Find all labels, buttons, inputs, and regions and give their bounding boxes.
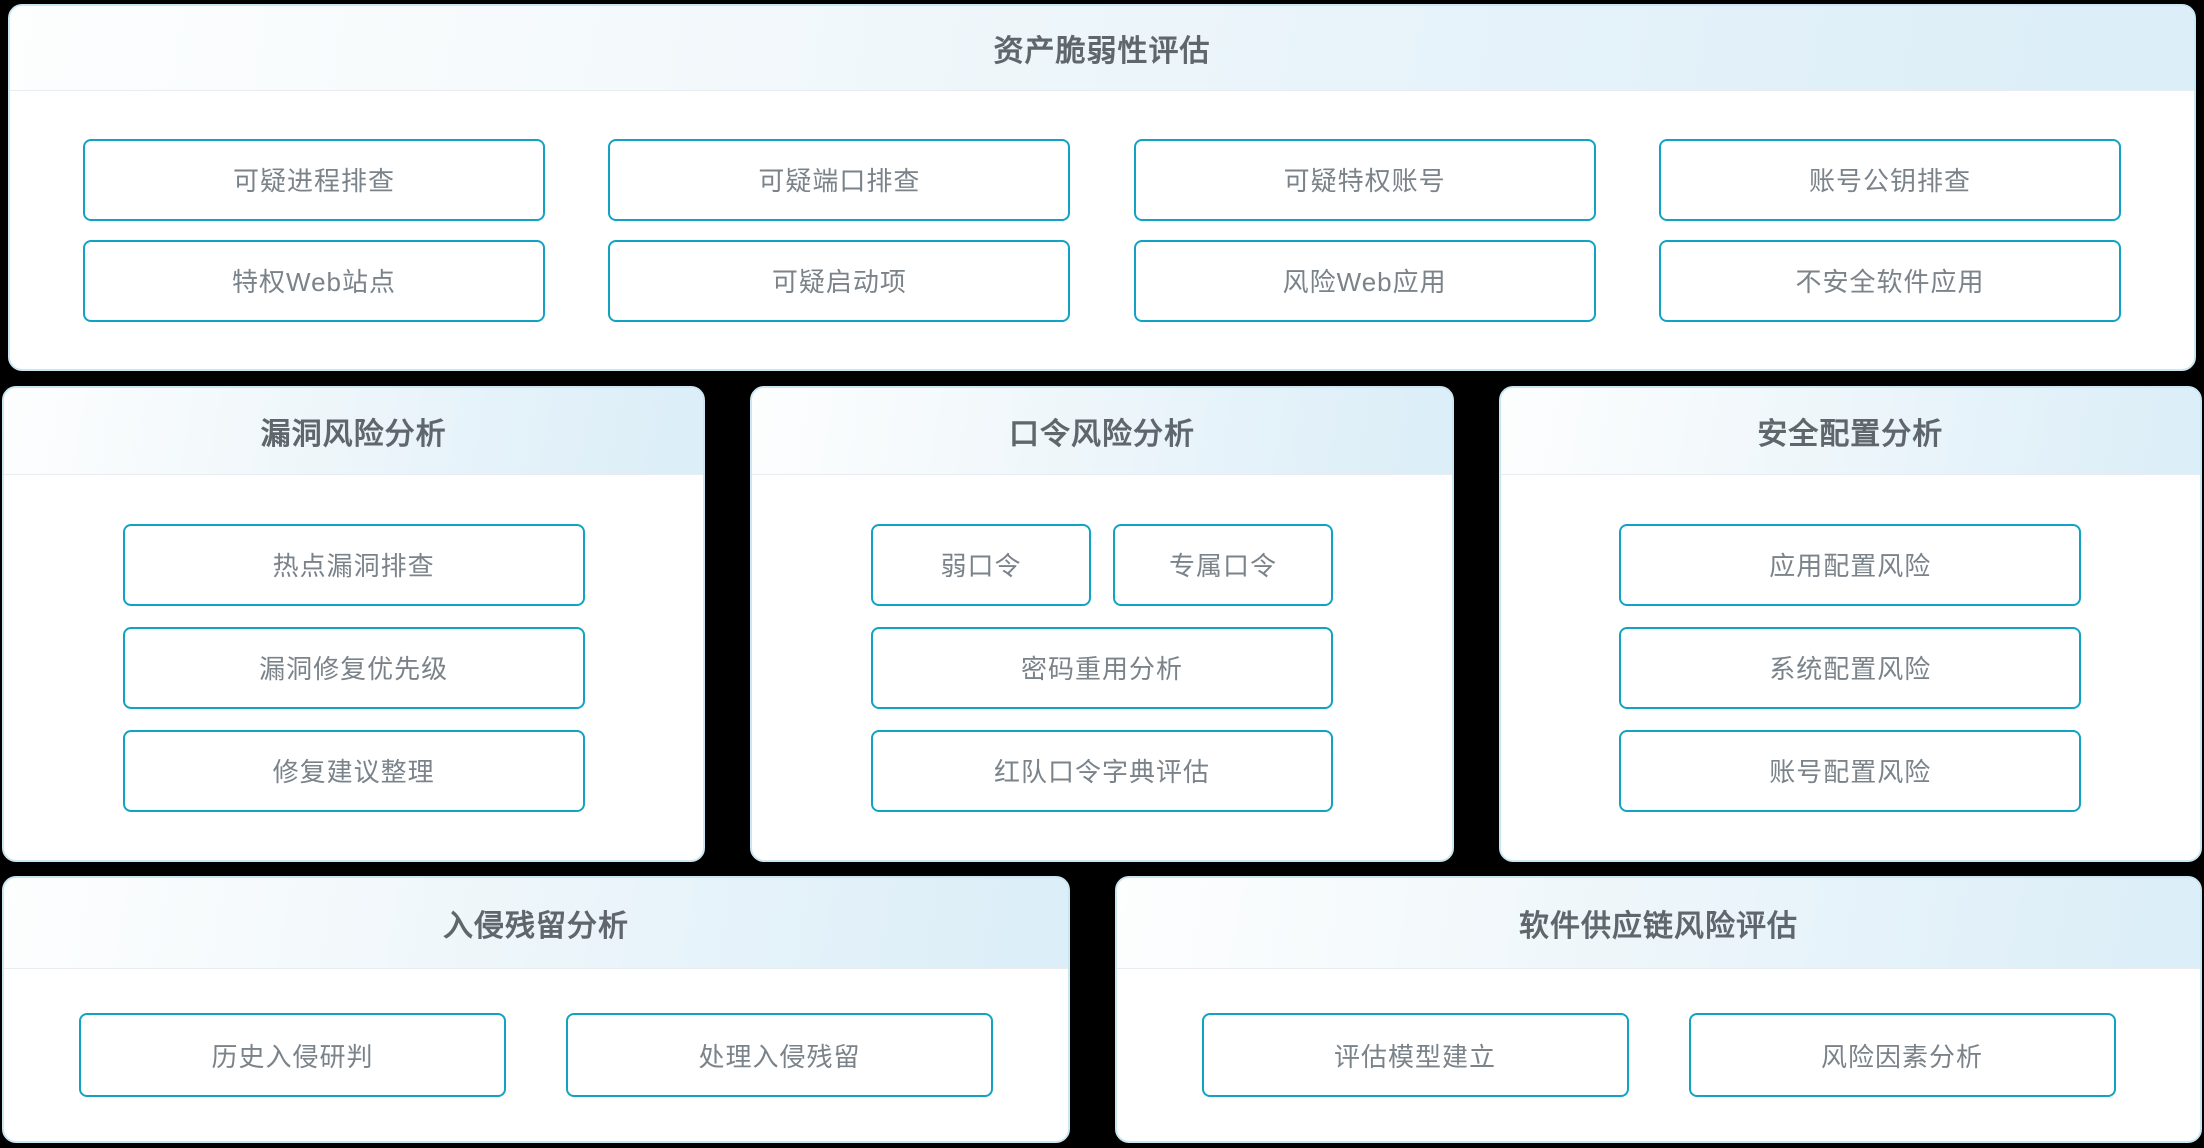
button-privileged-web-site[interactable]: 特权Web站点 — [83, 239, 545, 322]
button-suspicious-privileged-account[interactable]: 可疑特权账号 — [1133, 138, 1596, 221]
panel-vulnerability-risk-body: 热点漏洞排查 漏洞修复优先级 修复建议整理 — [4, 475, 703, 860]
middle-row: 漏洞风险分析 热点漏洞排查 漏洞修复优先级 修复建议整理 口令风险分析 弱口令 … — [2, 386, 2202, 862]
panel-title: 软件供应链风险评估 — [1519, 910, 1798, 943]
panel-title: 口令风险分析 — [1008, 418, 1195, 451]
panel-title: 入侵残留分析 — [443, 910, 629, 943]
panel-intrusion-residue-header: 入侵残留分析 — [4, 878, 1068, 969]
button-insecure-software-app[interactable]: 不安全软件应用 — [1658, 239, 2121, 322]
panel-intrusion-residue-analysis: 入侵残留分析 历史入侵研判 处理入侵残留 — [2, 876, 1070, 1143]
button-suspicious-port-check[interactable]: 可疑端口排查 — [608, 138, 1071, 221]
bottom-row: 入侵残留分析 历史入侵研判 处理入侵残留 软件供应链风险评估 评估模型建立 风险… — [2, 876, 2202, 1143]
button-historical-intrusion-judgment[interactable]: 历史入侵研判 — [79, 1013, 506, 1097]
button-risk-factor-analysis[interactable]: 风险因素分析 — [1688, 1013, 2116, 1097]
panel-supply-chain-body: 评估模型建立 风险因素分析 — [1117, 969, 2200, 1141]
button-vulnerability-fix-priority[interactable]: 漏洞修复优先级 — [122, 626, 585, 709]
panel-title: 漏洞风险分析 — [260, 418, 447, 451]
panel-intrusion-residue-body: 历史入侵研判 处理入侵残留 — [4, 969, 1068, 1141]
panel-title: 安全配置分析 — [1757, 418, 1944, 451]
button-fix-suggestion-collation[interactable]: 修复建议整理 — [122, 729, 585, 812]
panel-vulnerability-risk-analysis: 漏洞风险分析 热点漏洞排查 漏洞修复优先级 修复建议整理 — [2, 386, 706, 862]
password-small-button-row: 弱口令 专属口令 — [870, 523, 1333, 606]
panel-software-supply-chain-risk: 软件供应链风险评估 评估模型建立 风险因素分析 — [1115, 876, 2202, 1143]
button-redteam-password-dictionary-assessment[interactable]: 红队口令字典评估 — [870, 729, 1333, 812]
panel-password-risk-analysis: 口令风险分析 弱口令 专属口令 密码重用分析 红队口令字典评估 — [750, 386, 1454, 862]
panel-asset-vulnerability-body: 可疑进程排查 可疑端口排查 可疑特权账号 账号公钥排查 特权Web站点 可疑启动… — [10, 91, 2194, 369]
panel-password-risk-header: 口令风险分析 — [752, 388, 1452, 475]
button-risky-web-app[interactable]: 风险Web应用 — [1133, 239, 1596, 322]
panel-security-config-body: 应用配置风险 系统配置风险 账号配置风险 — [1501, 475, 2200, 860]
button-suspicious-process-check[interactable]: 可疑进程排查 — [83, 138, 545, 221]
button-suspicious-startup-item[interactable]: 可疑启动项 — [608, 239, 1071, 322]
panel-title: 资产脆弱性评估 — [993, 35, 1211, 68]
panel-asset-vulnerability-header: 资产脆弱性评估 — [10, 6, 2194, 91]
panel-security-config-header: 安全配置分析 — [1500, 388, 2200, 475]
panel-security-config-analysis: 安全配置分析 应用配置风险 系统配置风险 账号配置风险 — [1498, 386, 2202, 862]
button-dedicated-password[interactable]: 专属口令 — [1112, 523, 1333, 606]
panel-supply-chain-header: 软件供应链风险评估 — [1117, 878, 2200, 969]
button-app-config-risk[interactable]: 应用配置风险 — [1619, 523, 2082, 606]
button-account-public-key-check[interactable]: 账号公钥排查 — [1658, 138, 2121, 221]
button-account-config-risk[interactable]: 账号配置风险 — [1619, 729, 2082, 812]
button-password-reuse-analysis[interactable]: 密码重用分析 — [870, 626, 1333, 709]
panel-asset-vulnerability: 资产脆弱性评估 可疑进程排查 可疑端口排查 可疑特权账号 账号公钥排查 特权We… — [8, 4, 2196, 371]
panel-password-risk-body: 弱口令 专属口令 密码重用分析 红队口令字典评估 — [752, 475, 1451, 860]
button-system-config-risk[interactable]: 系统配置风险 — [1619, 626, 2082, 709]
button-assessment-model-building[interactable]: 评估模型建立 — [1201, 1013, 1629, 1097]
panel-vulnerability-risk-header: 漏洞风险分析 — [4, 388, 704, 475]
button-handle-intrusion-residue[interactable]: 处理入侵残留 — [566, 1013, 993, 1097]
button-weak-password[interactable]: 弱口令 — [870, 523, 1091, 606]
button-hot-vulnerability-check[interactable]: 热点漏洞排查 — [122, 523, 585, 606]
